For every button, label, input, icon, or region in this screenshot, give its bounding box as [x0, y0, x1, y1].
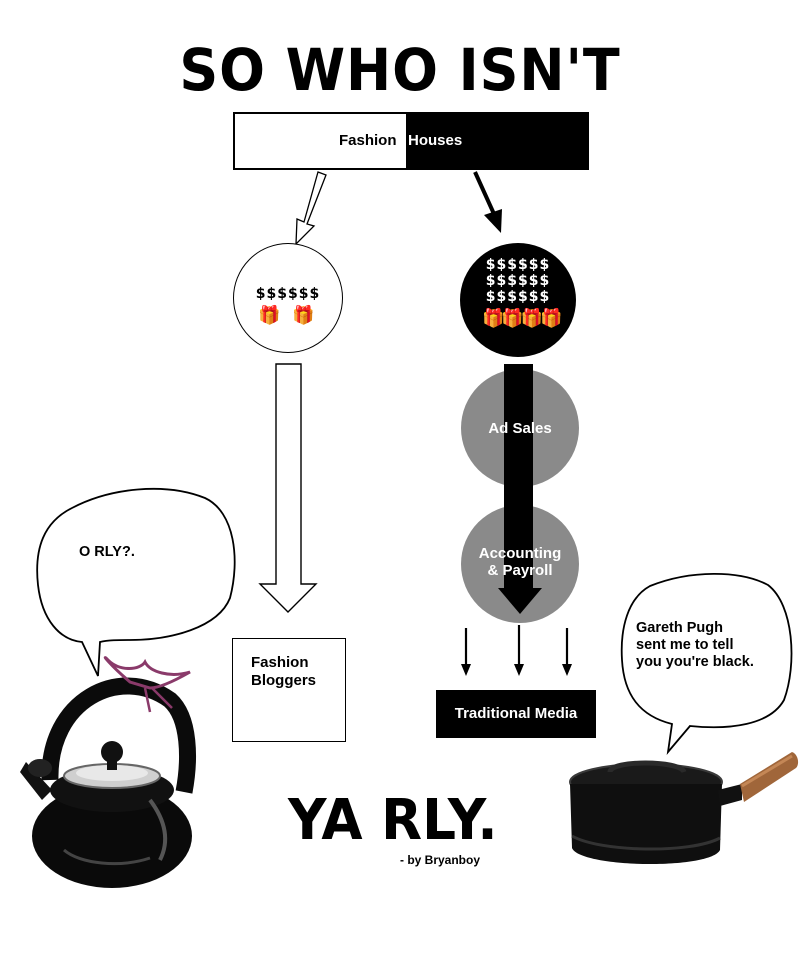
money-right-line-3: $$$$$$ — [485, 289, 551, 305]
money-right-line-2: $$$$$$ — [485, 273, 551, 289]
traditional-media-box — [436, 690, 596, 738]
ad-sales-label: Ad Sales — [488, 420, 552, 437]
pot-bubble-line-1: Gareth Pugh — [636, 620, 724, 636]
black-bar-arrowhead — [498, 588, 542, 614]
pot-bubble-line-2: sent me to tell — [636, 637, 734, 653]
accounting-label-1: Accounting — [478, 545, 562, 562]
houses-label: Houses — [408, 132, 463, 149]
gift-icon-left-2: 🎁 — [292, 305, 315, 325]
money-right-line-1: $$$$$$ — [485, 257, 551, 273]
media-money-circle — [460, 243, 576, 357]
kettle-speech-bubble — [36, 487, 236, 677]
fashion-label: Fashion — [339, 132, 397, 149]
pot-bubble-line-3: you you're black. — [636, 654, 754, 670]
traditional-media-label: Traditional Media — [454, 705, 578, 722]
byline: - by Bryanboy — [400, 853, 481, 867]
small-arrows — [461, 625, 572, 676]
black-arrow-head — [484, 209, 502, 233]
money-left-text: $$$$$$ — [255, 286, 321, 302]
fashion-houses-black-half — [406, 112, 589, 170]
gift-icons-right: 🎁🎁🎁🎁 — [482, 308, 563, 328]
accounting-label-2: & Payroll — [487, 562, 553, 579]
bloggers-money-circle — [233, 243, 343, 353]
black-arrow-shaft — [473, 171, 496, 215]
outline-arrow-to-bloggers-circle — [295, 171, 327, 246]
fashion-bloggers-box — [232, 638, 346, 742]
black-bar-down — [504, 364, 533, 590]
fashion-bloggers-label-1: Fashion — [251, 654, 309, 671]
pot-image — [569, 752, 799, 865]
kettle-image — [20, 656, 196, 888]
pot-speech-bubble — [620, 572, 793, 755]
kettle-bubble-text: O RLY?. — [79, 544, 135, 560]
gift-icon-left-1: 🎁 — [258, 305, 281, 325]
ya-rly-text: YA RLY. — [288, 788, 498, 853]
fashion-bloggers-label-2: Bloggers — [251, 672, 317, 689]
hollow-arrow-to-bloggers — [258, 363, 318, 613]
